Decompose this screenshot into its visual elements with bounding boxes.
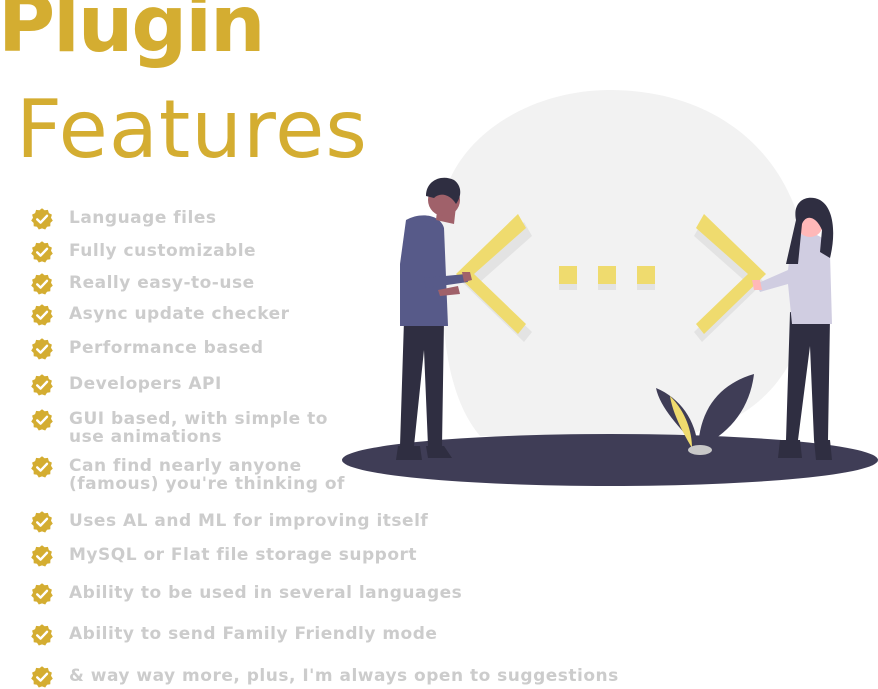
check-badge-icon: [30, 408, 54, 432]
feature-label: Really easy-to-use: [69, 273, 255, 293]
feature-label: Performance based: [69, 338, 264, 358]
check-badge-icon: [30, 665, 54, 689]
check-badge-icon: [30, 582, 54, 606]
feature-item: MySQL or Flat file storage support: [30, 544, 418, 568]
check-badge-icon: [30, 544, 54, 568]
illustration-people-code-brackets: [342, 90, 878, 486]
check-badge-icon: [30, 272, 54, 296]
feature-item: Developers API: [30, 373, 222, 397]
check-badge-icon: [30, 455, 54, 479]
feature-item: Ability to send Family Friendly mode: [30, 623, 438, 647]
check-badge-icon: [30, 303, 54, 327]
check-badge-icon: [30, 240, 54, 264]
feature-item: & way way more, plus, I'm always open to…: [30, 665, 619, 689]
plant: [656, 374, 754, 455]
title-features: Features: [16, 83, 368, 176]
check-badge-icon: [30, 373, 54, 397]
feature-item: Really easy-to-use: [30, 272, 255, 296]
feature-label: Ability to be used in several languages: [69, 583, 463, 603]
feature-label: Language files: [69, 208, 217, 228]
feature-item: Performance based: [30, 337, 264, 361]
feature-label: Ability to send Family Friendly mode: [69, 624, 438, 644]
check-badge-icon: [30, 337, 54, 361]
feature-label-line: Can find nearly anyone: [69, 456, 302, 476]
woman-figure: [752, 197, 834, 460]
feature-label: Developers API: [69, 374, 222, 394]
background-blob: [439, 90, 809, 436]
check-badge-icon: [30, 207, 54, 231]
right-bracket: [694, 214, 766, 342]
feature-item: Async update checker: [30, 303, 290, 327]
ground-ellipse: [342, 434, 878, 486]
feature-item: Fully customizable: [30, 240, 257, 264]
check-badge-icon: [30, 510, 54, 534]
man-figure: [396, 177, 472, 460]
feature-item: Can find nearly anyone (famous) you're t…: [30, 455, 345, 493]
feature-label: Uses AL and ML for improving itself: [69, 511, 429, 531]
feature-label: Can find nearly anyone (famous) you're t…: [69, 457, 345, 493]
feature-item: Ability to be used in several languages: [30, 582, 463, 606]
feature-label-line: (famous) you're thinking of: [69, 474, 345, 494]
feature-label: GUI based, with simple to use animations: [69, 410, 328, 446]
feature-label-line: GUI based, with simple to: [69, 409, 328, 429]
feature-item: GUI based, with simple to use animations: [30, 408, 328, 446]
check-badge-icon: [30, 623, 54, 647]
feature-label-line: use animations: [69, 427, 223, 447]
feature-label: Fully customizable: [69, 241, 257, 261]
dots: [559, 266, 655, 290]
title-plugin: Plugin: [0, 0, 266, 70]
feature-label: Async update checker: [69, 304, 290, 324]
feature-label: MySQL or Flat file storage support: [69, 545, 418, 565]
feature-item: Language files: [30, 207, 217, 231]
feature-label: & way way more, plus, I'm always open to…: [69, 666, 619, 686]
feature-item: Uses AL and ML for improving itself: [30, 510, 429, 534]
